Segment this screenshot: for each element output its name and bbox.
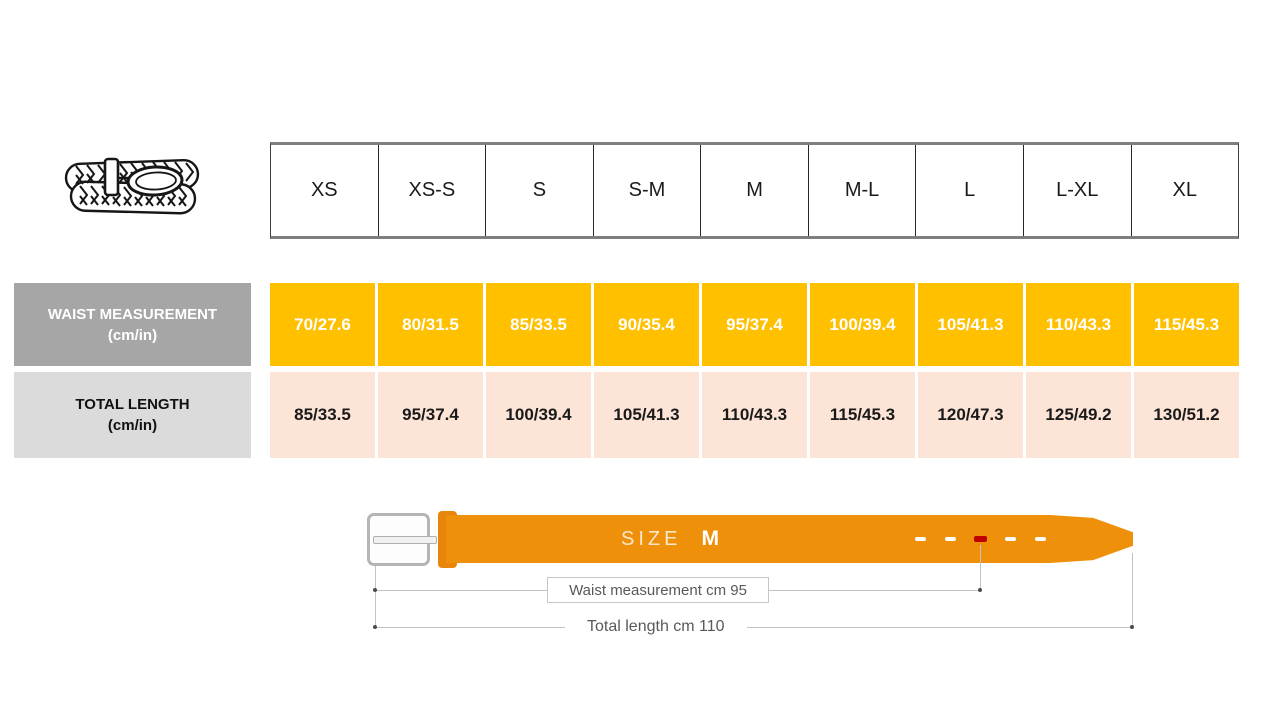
waist-value-cell: 110/43.3 <box>1026 283 1131 366</box>
size-header-cell: S-M <box>592 145 701 236</box>
waist-measurement-row: 70/27.6 80/31.5 85/33.5 90/35.4 95/37.4 … <box>270 283 1239 366</box>
belt-size-label: SIZE M <box>560 515 780 563</box>
dimension-endpoint <box>373 625 377 629</box>
belt-buckle <box>367 513 437 566</box>
size-header-cell: M <box>700 145 808 236</box>
braided-belt-icon <box>64 157 200 215</box>
belt-hole-selected <box>974 536 987 542</box>
length-row-title: TOTAL LENGTH <box>75 396 190 413</box>
waist-value-cell: 85/33.5 <box>486 283 591 366</box>
length-value-cell: 115/45.3 <box>810 372 915 458</box>
dimension-endpoint <box>1130 625 1134 629</box>
length-value-cell: 125/49.2 <box>1026 372 1131 458</box>
length-value-cell: 120/47.3 <box>918 372 1023 458</box>
belt-hole <box>915 537 926 541</box>
total-length-row: 85/33.5 95/37.4 100/39.4 105/41.3 110/43… <box>270 372 1239 458</box>
waist-value-cell: 95/37.4 <box>702 283 807 366</box>
size-word: SIZE <box>621 527 682 550</box>
length-row-unit: (cm/in) <box>107 417 158 434</box>
buckle-prong <box>373 535 437 544</box>
dimension-line-buckle <box>375 566 376 627</box>
dimension-endpoint <box>978 588 982 592</box>
dimension-endpoint <box>373 588 377 592</box>
length-value-cell: 95/37.4 <box>378 372 483 458</box>
length-value-cell: 105/41.3 <box>594 372 699 458</box>
size-value: M <box>701 527 719 550</box>
belt-strap-tip <box>1050 515 1133 563</box>
size-header-cell: M-L <box>807 145 916 236</box>
waist-measurement-caption: Waist measurement cm 95 <box>547 577 769 603</box>
size-header-cell: XS <box>310 179 338 201</box>
length-value-cell: 110/43.3 <box>702 372 807 458</box>
waist-row-unit: (cm/in) <box>107 326 158 344</box>
size-header-cell: XS-S <box>377 145 486 236</box>
waist-row-title: WAIST MEASUREMENT <box>47 305 218 323</box>
size-header-row: XS XS-S S S-M M M-L L L-XL XL <box>270 142 1239 239</box>
dimension-line-tip <box>1132 553 1133 627</box>
total-length-row-label: TOTAL LENGTH (cm/in) <box>14 372 251 458</box>
waist-measurement-row-label: WAIST MEASUREMENT (cm/in) <box>14 283 251 366</box>
belt-hole <box>1005 537 1016 541</box>
waist-value-cell: 100/39.4 <box>810 283 915 366</box>
size-header-cell: S <box>485 145 593 236</box>
total-length-caption: Total length cm 110 <box>565 614 747 640</box>
waist-value-cell: 70/27.6 <box>270 283 375 366</box>
waist-value-cell: 80/31.5 <box>378 283 483 366</box>
total-dimension-line <box>376 627 1132 628</box>
length-value-cell: 85/33.5 <box>270 372 375 458</box>
waist-value-cell: 115/45.3 <box>1134 283 1239 366</box>
belt-hole <box>1035 537 1046 541</box>
size-header-cell: XL <box>1130 145 1239 236</box>
waist-value-cell: 90/35.4 <box>594 283 699 366</box>
size-header-cell: L-XL <box>1022 145 1131 236</box>
waist-value-cell: 105/41.3 <box>918 283 1023 366</box>
size-header-cell: L <box>915 145 1023 236</box>
length-value-cell: 100/39.4 <box>486 372 591 458</box>
belt-hole <box>945 537 956 541</box>
length-value-cell: 130/51.2 <box>1134 372 1239 458</box>
dimension-line-center-hole <box>980 545 981 590</box>
